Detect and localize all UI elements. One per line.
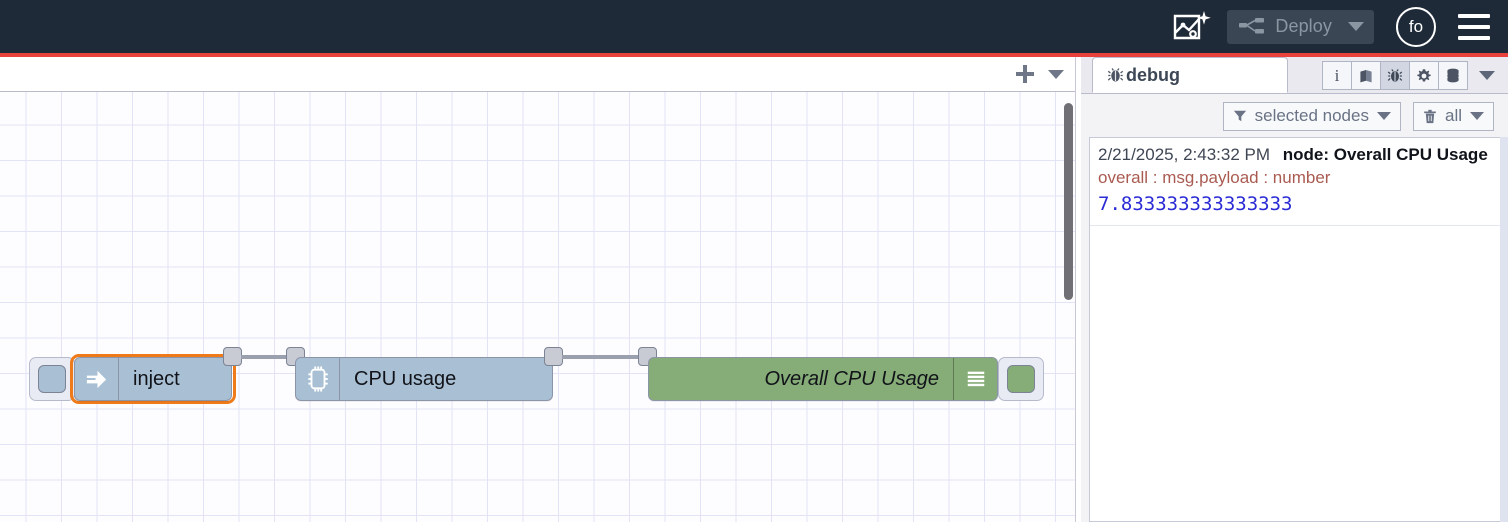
deploy-label: Deploy	[1275, 16, 1332, 36]
clear-filter-label: all	[1444, 106, 1462, 125]
node-debug-toggle-button[interactable]	[998, 357, 1044, 401]
wire-cpu-to-debug	[562, 355, 642, 359]
debug-sidebar: debug i	[1081, 57, 1508, 522]
tab-debug[interactable]: debug	[1092, 57, 1288, 93]
node-offscreen-left-body	[38, 365, 66, 393]
avatar-initials: fo	[1408, 16, 1424, 36]
flow-canvas[interactable]: inject CPU usage	[0, 92, 1082, 522]
debug-message-property: overall : msg.payload : number	[1098, 168, 1331, 187]
flow-sparkle-icon[interactable]	[1169, 7, 1213, 47]
debug-message[interactable]: 2/21/2025, 2:43:32 PM node: Overall CPU …	[1090, 138, 1500, 226]
node-cpu-usage[interactable]: CPU usage	[295, 357, 553, 401]
header-accent-line	[0, 53, 1508, 57]
node-filter-button[interactable]: selected nodes	[1222, 101, 1401, 131]
deploy-button[interactable]: Deploy	[1227, 9, 1374, 44]
wire-inject-to-cpu	[241, 355, 289, 359]
node-overall-cpu-usage-label: Overall CPU Usage	[764, 367, 939, 390]
avatar[interactable]: fo	[1396, 6, 1436, 47]
node-inject-output-port[interactable]	[223, 347, 242, 366]
app-header: Deploy fo	[0, 0, 1508, 53]
database-icon[interactable]	[1438, 61, 1468, 90]
node-cpu-output-port[interactable]	[544, 347, 563, 366]
chevron-down-icon[interactable]	[1348, 22, 1364, 31]
node-cpu-usage-label: CPU usage	[354, 367, 457, 390]
workspace-tabbar	[0, 57, 1082, 92]
filter-icon	[1233, 110, 1246, 122]
bug-icon	[1107, 67, 1124, 82]
node-filter-label: selected nodes	[1254, 106, 1369, 125]
plus-icon[interactable]	[1010, 59, 1040, 89]
node-inject[interactable]: inject	[74, 357, 232, 401]
node-offscreen-left[interactable]	[29, 357, 75, 401]
cpu-chip-icon	[296, 358, 340, 400]
canvas-vertical-scrollbar[interactable]	[1064, 103, 1073, 300]
gear-icon[interactable]	[1409, 61, 1439, 90]
arrow-right-icon	[75, 358, 119, 400]
chevron-down-icon[interactable]	[1470, 112, 1484, 120]
trash-icon	[1424, 109, 1436, 123]
debug-lines-icon	[953, 358, 997, 400]
bug-icon[interactable]	[1380, 61, 1410, 90]
panel-divider[interactable]	[1075, 57, 1081, 522]
book-icon[interactable]	[1351, 61, 1381, 90]
sidebar-icon-buttons: i	[1322, 61, 1508, 90]
debug-message-list[interactable]: 2/21/2025, 2:43:32 PM node: Overall CPU …	[1089, 137, 1501, 522]
chevron-down-icon[interactable]	[1048, 69, 1064, 79]
deploy-icon	[1239, 17, 1265, 33]
debug-panel-scrollbar[interactable]	[1500, 137, 1508, 522]
node-debug-toggle-state	[1007, 365, 1035, 393]
debug-message-timestamp: 2/21/2025, 2:43:32 PM	[1098, 145, 1271, 164]
tab-debug-label: debug	[1126, 64, 1180, 85]
clear-filter-button[interactable]: all	[1412, 101, 1494, 131]
node-overall-cpu-usage[interactable]: Overall CPU Usage	[648, 357, 998, 401]
sidebar-tabrow: debug i	[1081, 57, 1508, 94]
info-icon[interactable]: i	[1322, 61, 1352, 90]
node-inject-label: inject	[133, 367, 180, 390]
chevron-down-icon[interactable]	[1479, 71, 1495, 80]
debug-message-source-node[interactable]: node: Overall CPU Usage	[1282, 145, 1488, 164]
debug-message-value: 7.833333333333333	[1098, 193, 1293, 215]
chevron-down-icon[interactable]	[1376, 112, 1391, 120]
sidebar-filterrow: selected nodes all	[1081, 95, 1508, 137]
hamburger-menu-icon[interactable]	[1458, 13, 1490, 40]
